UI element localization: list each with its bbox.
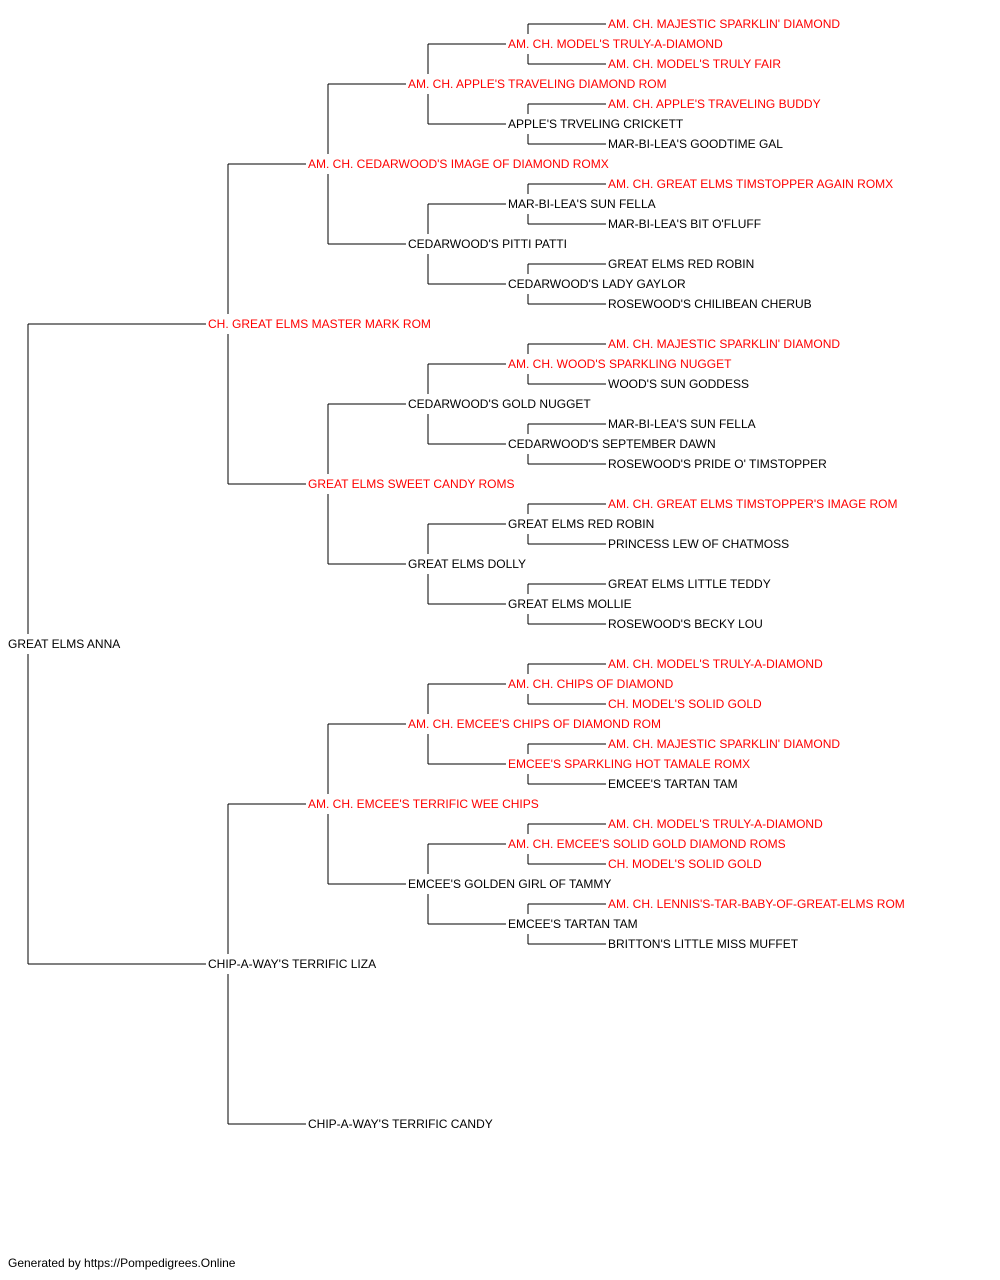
pedigree-connectors bbox=[27, 23, 606, 1125]
ancestor-name: ROSEWOOD'S CHILIBEAN CHERUB bbox=[608, 297, 812, 311]
ancestor-name: CHIP-A-WAY'S TERRIFIC CANDY bbox=[308, 1117, 493, 1131]
ancestor-name: MAR-BI-LEA'S BIT O'FLUFF bbox=[608, 217, 761, 231]
ancestor-name: AM. CH. GREAT ELMS TIMSTOPPER AGAIN ROMX bbox=[608, 177, 893, 191]
ancestor-name: AM. CH. MODEL'S TRULY-A-DIAMOND bbox=[608, 657, 823, 671]
ancestor-name: AM. CH. CHIPS OF DIAMOND bbox=[508, 677, 674, 691]
ancestor-name: AM. CH. MODEL'S TRULY-A-DIAMOND bbox=[508, 37, 723, 51]
ancestor-name: ROSEWOOD'S PRIDE O' TIMSTOPPER bbox=[608, 457, 827, 471]
ancestor-name: AM. CH. LENNIS'S-TAR-BABY-OF-GREAT-ELMS … bbox=[608, 897, 905, 911]
pedigree-names: GREAT ELMS ANNA CH. GREAT ELMS MASTER MAR… bbox=[8, 17, 905, 1131]
ancestor-name: CEDARWOOD'S PITTI PATTI bbox=[408, 237, 567, 251]
ancestor-name: AM. CH. EMCEE'S TERRIFIC WEE CHIPS bbox=[308, 797, 539, 811]
ancestor-name: AM. CH. MAJESTIC SPARKLIN' DIAMOND bbox=[608, 17, 840, 31]
ancestor-name: EMCEE'S TARTAN TAM bbox=[508, 917, 638, 931]
ancestor-name: GREAT ELMS RED ROBIN bbox=[508, 517, 654, 531]
ancestor-name: PRINCESS LEW OF CHATMOSS bbox=[608, 537, 789, 551]
ancestor-name: EMCEE'S TARTAN TAM bbox=[608, 777, 738, 791]
ancestor-name: AM. CH. CEDARWOOD'S IMAGE OF DIAMOND ROM… bbox=[308, 157, 609, 171]
ancestor-name: AM. CH. EMCEE'S SOLID GOLD DIAMOND ROMS bbox=[508, 837, 786, 851]
ancestor-name: GREAT ELMS RED ROBIN bbox=[608, 257, 754, 271]
ancestor-name: AM. CH. EMCEE'S CHIPS OF DIAMOND ROM bbox=[408, 717, 661, 731]
ancestor-name: CH. MODEL'S SOLID GOLD bbox=[608, 697, 762, 711]
ancestor-name: CEDARWOOD'S GOLD NUGGET bbox=[408, 397, 591, 411]
ancestor-name: ROSEWOOD'S BECKY LOU bbox=[608, 617, 763, 631]
ancestor-name: GREAT ELMS SWEET CANDY ROMS bbox=[308, 477, 514, 491]
ancestor-name: MAR-BI-LEA'S SUN FELLA bbox=[508, 197, 656, 211]
ancestor-name: CEDARWOOD'S LADY GAYLOR bbox=[508, 277, 686, 291]
ancestor-name: AM. CH. MODEL'S TRULY FAIR bbox=[608, 57, 781, 71]
ancestor-name: AM. CH. APPLE'S TRAVELING DIAMOND ROM bbox=[408, 77, 667, 91]
ancestor-name: AM. CH. WOOD'S SPARKLING NUGGET bbox=[508, 357, 732, 371]
ancestor-name: MAR-BI-LEA'S SUN FELLA bbox=[608, 417, 756, 431]
ancestor-name: APPLE'S TRVELING CRICKETT bbox=[508, 117, 684, 131]
ancestor-name: AM. CH. MODEL'S TRULY-A-DIAMOND bbox=[608, 817, 823, 831]
ancestor-name: EMCEE'S SPARKLING HOT TAMALE ROMX bbox=[508, 757, 750, 771]
ancestor-name: GREAT ELMS DOLLY bbox=[408, 557, 526, 571]
ancestor-name: GREAT ELMS LITTLE TEDDY bbox=[608, 577, 771, 591]
ancestor-name: GREAT ELMS MOLLIE bbox=[508, 597, 632, 611]
ancestor-name: CEDARWOOD'S SEPTEMBER DAWN bbox=[508, 437, 716, 451]
ancestor-name: AM. CH. MAJESTIC SPARKLIN' DIAMOND bbox=[608, 737, 840, 751]
ancestor-name: CH. MODEL'S SOLID GOLD bbox=[608, 857, 762, 871]
footer-credit: Generated by https://Pompedigrees.Online bbox=[8, 1256, 236, 1270]
ancestor-name: MAR-BI-LEA'S GOODTIME GAL bbox=[608, 137, 783, 151]
ancestor-name: EMCEE'S GOLDEN GIRL OF TAMMY bbox=[408, 877, 611, 891]
ancestor-name: CHIP-A-WAY'S TERRIFIC LIZA bbox=[208, 957, 376, 971]
ancestor-name: BRITTON'S LITTLE MISS MUFFET bbox=[608, 937, 799, 951]
ancestor-name: CH. GREAT ELMS MASTER MARK ROM bbox=[208, 317, 431, 331]
subject-name: GREAT ELMS ANNA bbox=[8, 637, 120, 651]
ancestor-name: AM. CH. GREAT ELMS TIMSTOPPER'S IMAGE RO… bbox=[608, 497, 897, 511]
ancestor-name: AM. CH. MAJESTIC SPARKLIN' DIAMOND bbox=[608, 337, 840, 351]
ancestor-name: AM. CH. APPLE'S TRAVELING BUDDY bbox=[608, 97, 821, 111]
ancestor-name: WOOD'S SUN GODDESS bbox=[608, 377, 749, 391]
